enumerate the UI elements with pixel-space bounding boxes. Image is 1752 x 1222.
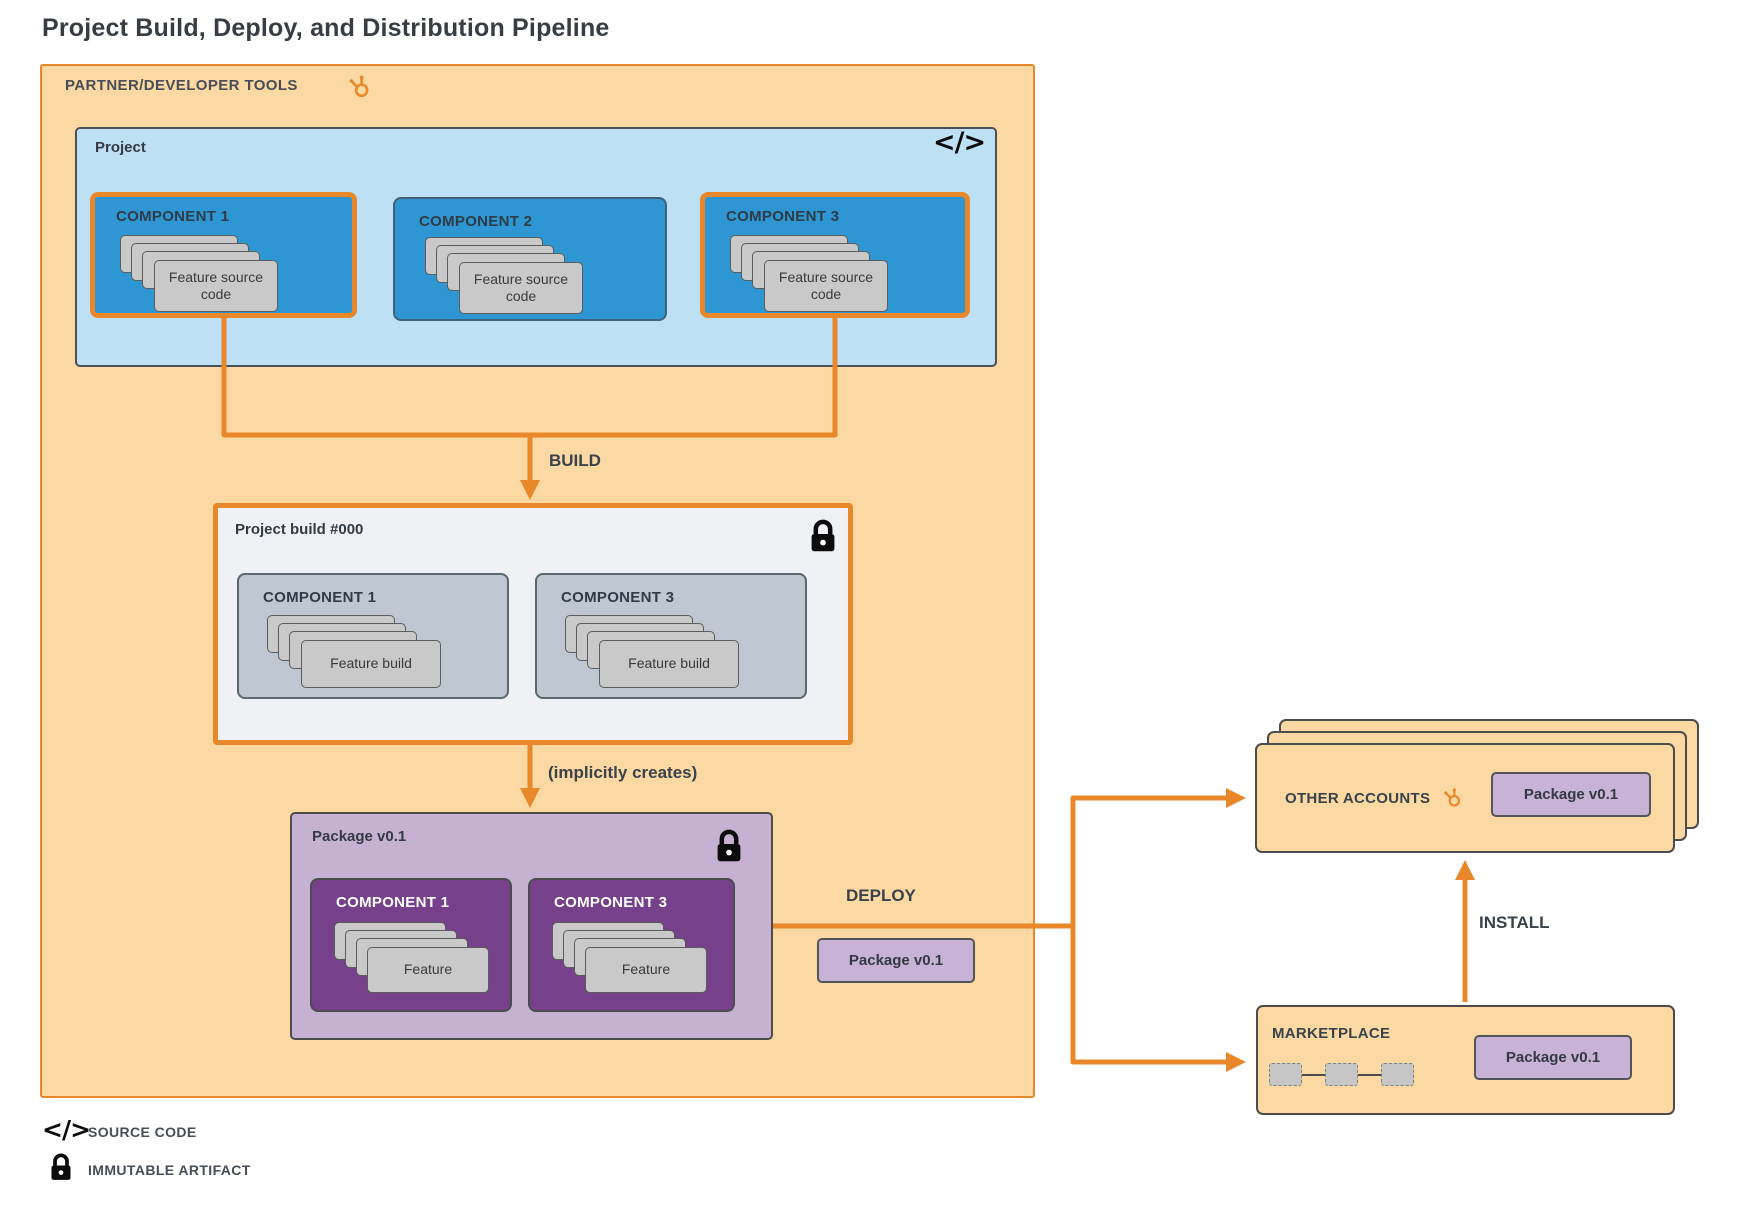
feature-card-stack: Feature build bbox=[267, 615, 447, 695]
component-label: COMPONENT 2 bbox=[419, 213, 533, 230]
lock-icon bbox=[51, 1153, 71, 1180]
build-arrow-label: BUILD bbox=[549, 451, 601, 470]
component-3-source: COMPONENT 3 Feature source code bbox=[700, 192, 970, 318]
code-icon: </> bbox=[933, 127, 986, 158]
hubspot-sprocket-icon bbox=[1444, 788, 1461, 807]
flow-node bbox=[1269, 1063, 1302, 1086]
deploy-package-badge: Package v0.1 bbox=[817, 938, 975, 983]
package-label: Package v0.1 bbox=[312, 828, 407, 845]
feature-card: Feature bbox=[585, 947, 707, 993]
flow-node bbox=[1325, 1063, 1358, 1086]
page-title: Project Build, Deploy, and Distribution … bbox=[42, 14, 610, 42]
feature-card: Feature source code bbox=[764, 260, 888, 312]
component-label: COMPONENT 1 bbox=[336, 894, 450, 911]
feature-card: Feature build bbox=[301, 640, 441, 688]
deploy-to-other-accounts-arrow bbox=[1070, 788, 1246, 926]
marketplace-label: MARKETPLACE bbox=[1272, 1025, 1391, 1042]
component-1-source: COMPONENT 1 Feature source code bbox=[90, 192, 357, 318]
other-accounts-label: OTHER ACCOUNTS bbox=[1285, 789, 1431, 807]
component-label: COMPONENT 1 bbox=[116, 208, 230, 225]
install-label: INSTALL bbox=[1479, 913, 1550, 932]
package-component-1: COMPONENT 1 Feature bbox=[310, 878, 512, 1012]
component-label: COMPONENT 1 bbox=[263, 589, 377, 606]
deploy-to-marketplace-arrow bbox=[1070, 926, 1246, 1072]
feature-card-stack: Feature source code bbox=[730, 235, 900, 315]
feature-card-stack: Feature build bbox=[565, 615, 745, 695]
marketplace-package-badge: Package v0.1 bbox=[1474, 1035, 1632, 1080]
legend-immutable-artifact-label: IMMUTABLE ARTIFACT bbox=[88, 1162, 251, 1178]
flow-node bbox=[1381, 1063, 1414, 1086]
other-accounts-card: OTHER ACCOUNTS Package v0.1 bbox=[1255, 743, 1675, 853]
marketplace-box: MARKETPLACE Package v0.1 bbox=[1256, 1005, 1675, 1115]
lock-icon bbox=[811, 519, 835, 552]
feature-card-stack: Feature source code bbox=[425, 237, 595, 317]
build-component-3: COMPONENT 3 Feature build bbox=[535, 573, 807, 699]
feature-card: Feature build bbox=[599, 640, 739, 688]
project-label: Project bbox=[95, 139, 146, 156]
deploy-label: DEPLOY bbox=[846, 886, 916, 905]
project-build-label: Project build #000 bbox=[235, 521, 364, 538]
feature-card: Feature source code bbox=[459, 262, 583, 314]
other-accounts-package-badge: Package v0.1 bbox=[1491, 772, 1651, 817]
partner-developer-tools-label: PARTNER/DEVELOPER TOOLS bbox=[65, 77, 298, 94]
component-label: COMPONENT 3 bbox=[554, 894, 668, 911]
code-icon: </> bbox=[42, 1115, 91, 1144]
component-2-source: COMPONENT 2 Feature source code bbox=[393, 197, 667, 321]
hubspot-sprocket-icon bbox=[349, 75, 369, 98]
feature-card-stack: Feature bbox=[334, 922, 494, 1004]
component-label: COMPONENT 3 bbox=[726, 208, 840, 225]
feature-card: Feature source code bbox=[154, 260, 278, 312]
feature-card: Feature bbox=[367, 947, 489, 993]
flow-link bbox=[1302, 1073, 1325, 1076]
marketplace-flow bbox=[1269, 1063, 1414, 1086]
implicit-create-label: (implicitly creates) bbox=[548, 763, 698, 782]
component-label: COMPONENT 3 bbox=[561, 589, 675, 606]
feature-card-stack: Feature bbox=[552, 922, 712, 1004]
package-component-3: COMPONENT 3 Feature bbox=[528, 878, 735, 1012]
feature-card-stack: Feature source code bbox=[120, 235, 290, 315]
lock-icon bbox=[717, 829, 741, 862]
legend-source-code-label: SOURCE CODE bbox=[88, 1124, 197, 1140]
flow-link bbox=[1358, 1073, 1381, 1076]
build-component-1: COMPONENT 1 Feature build bbox=[237, 573, 509, 699]
